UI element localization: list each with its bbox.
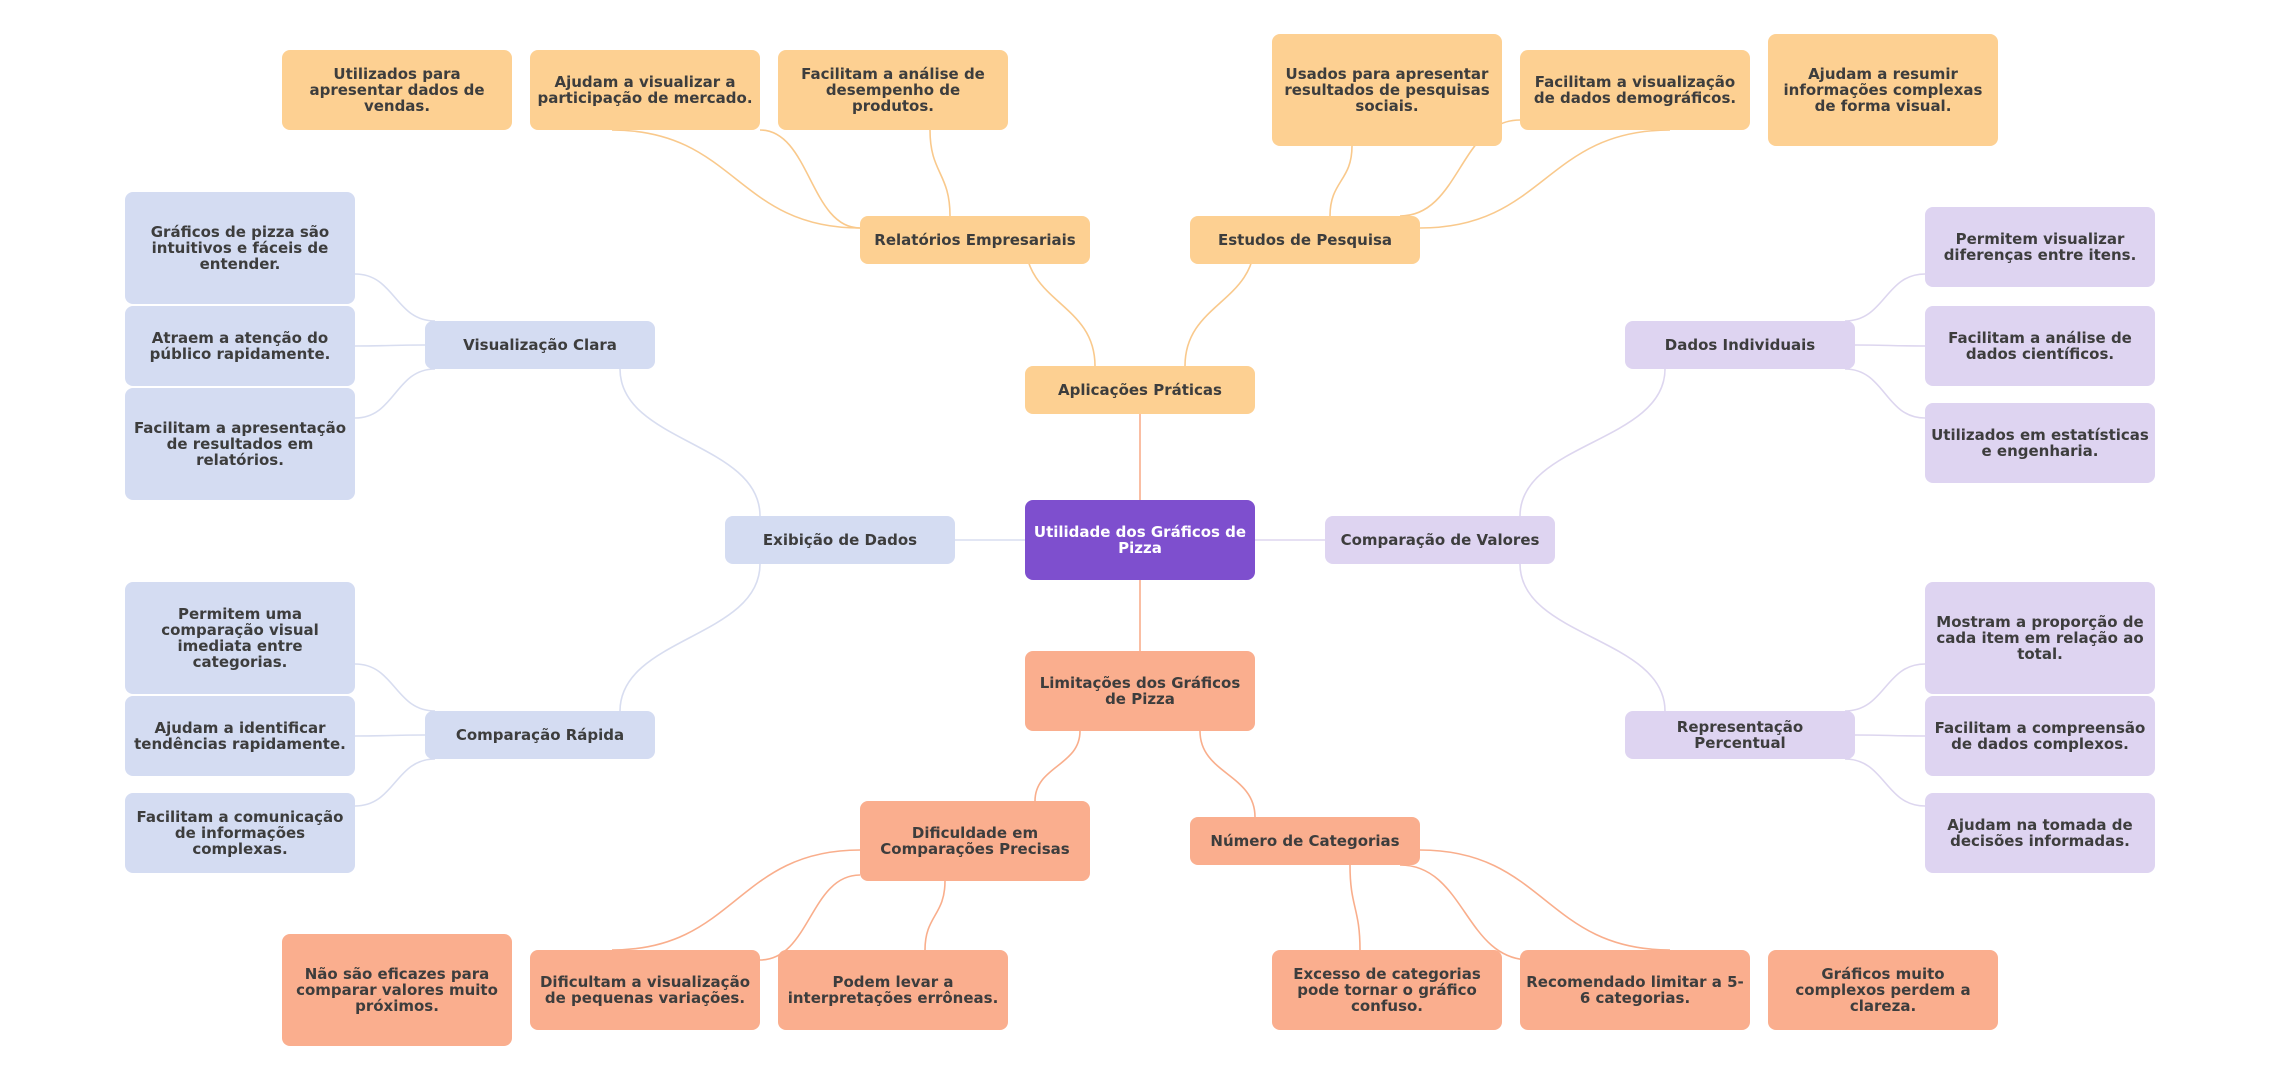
- leaf-comparacao-rapida-2: Ajudam a identificar tendências rapidame…: [125, 696, 355, 776]
- leaf-percentual-1: Mostram a proporção de cada item em rela…: [1925, 582, 2155, 694]
- node-dados-individuais: Dados Individuais: [1625, 321, 1855, 369]
- link-numero-leaf3: [1419, 849, 1671, 951]
- leaf-dificuldade-2: Dificultam a visualização de pequenas va…: [530, 950, 760, 1030]
- leaf-relatorios-1: Utilizados para apresentar dados de vend…: [282, 50, 512, 130]
- link-dificuldade-leaf2: [759, 874, 861, 961]
- node-visualizacao-clara: Visualização Clara: [425, 321, 655, 369]
- root-node: Utilidade dos Gráficos de Pizza: [1025, 500, 1255, 580]
- node-dificuldade-comparacoes: Dificuldade em Comparações Precisas: [860, 801, 1090, 881]
- link-comparacao-percentual: [1519, 563, 1666, 712]
- leaf-relatorios-3: Facilitam a análise de desempenho de pro…: [778, 50, 1008, 130]
- leaf-dificuldade-1: Não são eficazes para comparar valores m…: [282, 934, 512, 1046]
- branch-aplicacoes-praticas: Aplicações Práticas: [1025, 366, 1255, 414]
- link-individuais-leaf3: [1844, 368, 1926, 419]
- link-percentual-leaf1: [1844, 663, 1926, 712]
- leaf-estudos-1: Usados para apresentar resultados de pes…: [1272, 34, 1502, 146]
- link-comparacao-rapida-leaf3: [354, 758, 436, 807]
- leaf-relatorios-2: Ajudam a visualizar a participação de me…: [530, 50, 760, 130]
- leaf-percentual-2: Facilitam a compreensão de dados complex…: [1925, 696, 2155, 776]
- branch-exibicao-dados: Exibição de Dados: [725, 516, 955, 564]
- link-individuais-leaf1: [1844, 273, 1926, 322]
- leaf-percentual-3: Ajudam na tomada de decisões informadas.: [1925, 793, 2155, 873]
- link-percentual-leaf2: [1854, 734, 1926, 737]
- link-visualizacao-leaf1: [354, 273, 436, 322]
- leaf-individuais-3: Utilizados em estatísticas e engenharia.: [1925, 403, 2155, 483]
- link-comparacao-individuais: [1519, 368, 1666, 517]
- link-comparacao-rapida-leaf1: [354, 663, 436, 712]
- leaf-visualizacao-2: Atraem a atenção do público rapidamente.: [125, 306, 355, 386]
- link-comparacao-rapida-leaf2: [354, 734, 426, 737]
- leaf-comparacao-rapida-3: Facilitam a comunicação de informações c…: [125, 793, 355, 873]
- link-exibicao-comparacao-rapida: [619, 563, 761, 712]
- branch-comparacao-valores: Comparação de Valores: [1325, 516, 1555, 564]
- link-dificuldade-leaf3: [924, 880, 946, 951]
- link-limitacoes-dificuldade: [1034, 730, 1081, 802]
- link-visualizacao-leaf3: [354, 368, 436, 419]
- leaf-numero-3: Gráficos muito complexos perdem a clarez…: [1768, 950, 1998, 1030]
- link-estudos-leaf1: [1329, 145, 1353, 217]
- leaf-estudos-2: Facilitam a visualização de dados demogr…: [1520, 50, 1750, 130]
- link-relatorios-leaf2: [759, 129, 861, 229]
- node-representacao-percentual: Representação Percentual: [1625, 711, 1855, 759]
- node-estudos-pesquisa: Estudos de Pesquisa: [1190, 216, 1420, 264]
- link-numero-leaf2: [1399, 864, 1531, 961]
- link-limitacoes-numero: [1199, 730, 1256, 818]
- leaf-individuais-1: Permitem visualizar diferenças entre ite…: [1925, 207, 2155, 287]
- link-percentual-leaf3: [1844, 758, 1926, 807]
- leaf-numero-1: Excesso de categorias pode tornar o gráf…: [1272, 950, 1502, 1030]
- link-individuais-leaf2: [1854, 344, 1926, 347]
- node-numero-categorias: Número de Categorias: [1190, 817, 1420, 865]
- leaf-numero-2: Recomendado limitar a 5-6 categorias.: [1520, 950, 1750, 1030]
- link-visualizacao-leaf2: [354, 344, 426, 347]
- leaf-visualizacao-3: Facilitam a apresentação de resultados e…: [125, 388, 355, 500]
- leaf-dificuldade-3: Podem levar a interpretações errôneas.: [778, 950, 1008, 1030]
- node-comparacao-rapida: Comparação Rápida: [425, 711, 655, 759]
- leaf-visualizacao-1: Gráficos de pizza são intuitivos e fácei…: [125, 192, 355, 304]
- branch-limitacoes: Limitações dos Gráficos de Pizza: [1025, 651, 1255, 731]
- link-numero-leaf1: [1349, 864, 1361, 951]
- link-estudos-leaf3: [1419, 129, 1671, 229]
- link-exibicao-visualizacao: [619, 368, 761, 517]
- leaf-estudos-3: Ajudam a resumir informações complexas d…: [1768, 34, 1998, 146]
- leaf-comparacao-rapida-1: Permitem uma comparação visual imediata …: [125, 582, 355, 694]
- link-relatorios-leaf3: [929, 129, 951, 217]
- node-relatorios-empresariais: Relatórios Empresariais: [860, 216, 1090, 264]
- link-relatorios-leaf1: [611, 129, 861, 229]
- leaf-individuais-2: Facilitam a análise de dados científicos…: [1925, 306, 2155, 386]
- link-dificuldade-leaf1: [611, 849, 861, 951]
